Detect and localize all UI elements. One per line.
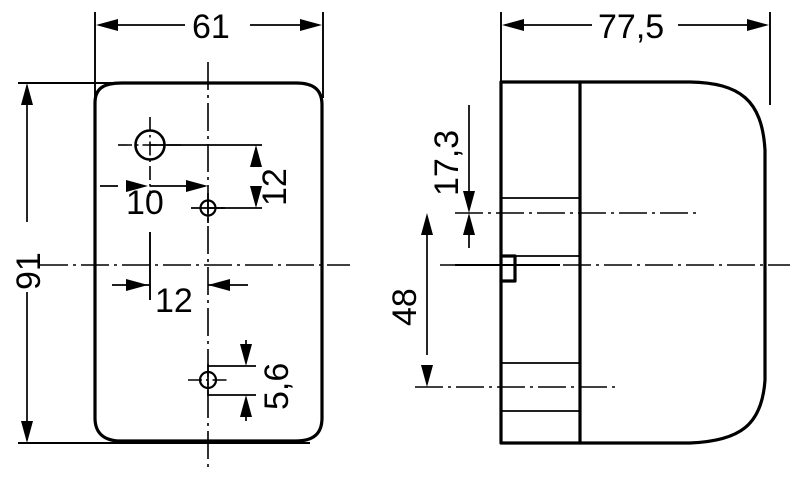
arrowhead-61-left xyxy=(96,19,118,31)
step-notch xyxy=(499,254,517,283)
arrowhead-775-right xyxy=(747,19,769,31)
arrowhead-61-right xyxy=(300,19,322,31)
front-plate-outline xyxy=(93,81,324,443)
arrowhead-56-top xyxy=(240,344,252,366)
side-housing-outline xyxy=(499,80,767,445)
arrowhead-48-top xyxy=(463,213,475,235)
front-view-extension-lines xyxy=(18,12,324,444)
dim-text-61: 61 xyxy=(192,8,230,46)
dim-text-12-vertical: 12 xyxy=(256,168,294,206)
arrowhead-48-upper-tip xyxy=(421,213,433,235)
dimension-spacing-48: 48 xyxy=(386,213,560,387)
arrowhead-91-bottom xyxy=(21,421,33,443)
dim-text-91: 91 xyxy=(10,252,48,290)
dimension-width-61: 61 xyxy=(96,8,322,46)
dimension-offset-56: 5,6 xyxy=(208,340,296,421)
dim-text-12-horizontal: 12 xyxy=(155,282,193,320)
arrowhead-91-top xyxy=(21,83,33,105)
arrowhead-775-left xyxy=(502,19,524,31)
arrowhead-12v-bottom xyxy=(250,186,262,208)
small-hole-lower xyxy=(188,364,230,396)
arrowhead-12v-top xyxy=(250,145,262,167)
dim-text-10: 10 xyxy=(126,184,164,222)
arrowhead-10-left xyxy=(186,180,208,192)
dimension-depth-775: 77,5 xyxy=(502,8,769,46)
dimension-offset-10: 10 xyxy=(100,180,208,222)
arrowhead-56-bottom xyxy=(240,395,252,417)
upper-mounting-tab xyxy=(501,197,581,257)
arrowhead-48-bottom-tip xyxy=(421,365,433,387)
arrowhead-12h-left xyxy=(126,279,148,291)
dimension-height-91: 91 xyxy=(10,83,48,443)
dim-text-775: 77,5 xyxy=(598,8,664,46)
dim-text-173: 17,3 xyxy=(428,130,466,196)
dimension-offset-173: 17,3 xyxy=(428,105,475,213)
arrowhead-10-right xyxy=(126,180,148,192)
dim-text-56: 5,6 xyxy=(258,363,296,410)
side-view: 77,5 17,3 48 xyxy=(386,8,790,445)
side-view-extension-lines xyxy=(500,12,771,105)
front-view: 61 91 xyxy=(10,8,350,470)
dimension-offset-12-horizontal: 12 xyxy=(112,232,248,320)
arrowhead-12h-right xyxy=(208,279,230,291)
arrowhead-173-bottom xyxy=(463,191,475,213)
dim-text-48: 48 xyxy=(386,288,424,326)
dimension-offset-12-vertical: 12 xyxy=(250,145,294,208)
